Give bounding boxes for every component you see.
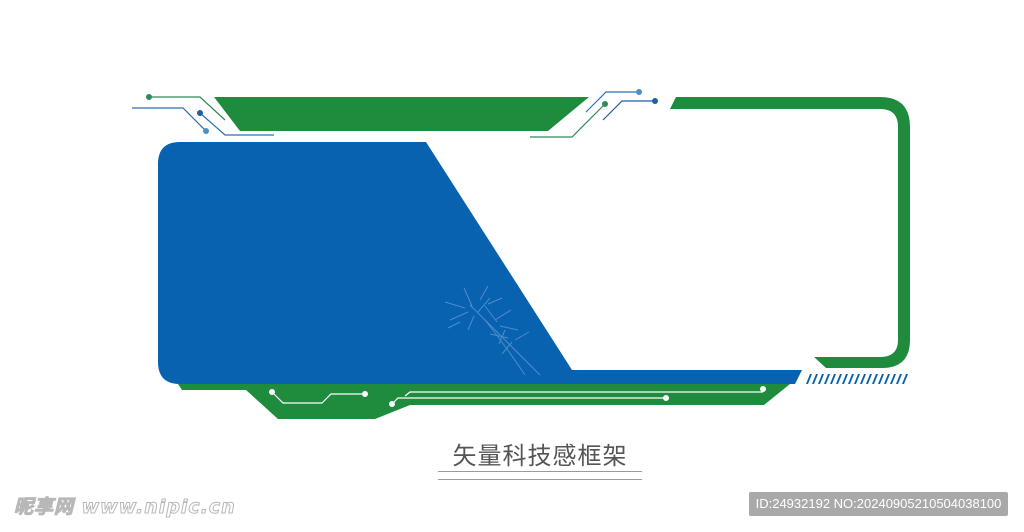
watermark-logo: 昵享网 www.nipic.cn xyxy=(14,496,236,519)
title-underline xyxy=(438,471,642,480)
top-green-bar xyxy=(214,97,589,131)
circuit-lines-top-right xyxy=(530,89,658,138)
bottom-green-bar xyxy=(178,384,790,419)
circuit-lines-bottom xyxy=(269,386,766,407)
frame-title: 矢量科技感框架 xyxy=(452,442,628,470)
right-green-frame xyxy=(670,97,910,368)
circuit-lines-top-left xyxy=(132,94,274,136)
bamboo-sketch xyxy=(444,285,541,376)
blue-panel xyxy=(158,142,802,384)
watermark-id-badge: ID:24932192 NO:20240905210504038100 xyxy=(749,492,1008,516)
hatched-stripes xyxy=(802,374,908,384)
